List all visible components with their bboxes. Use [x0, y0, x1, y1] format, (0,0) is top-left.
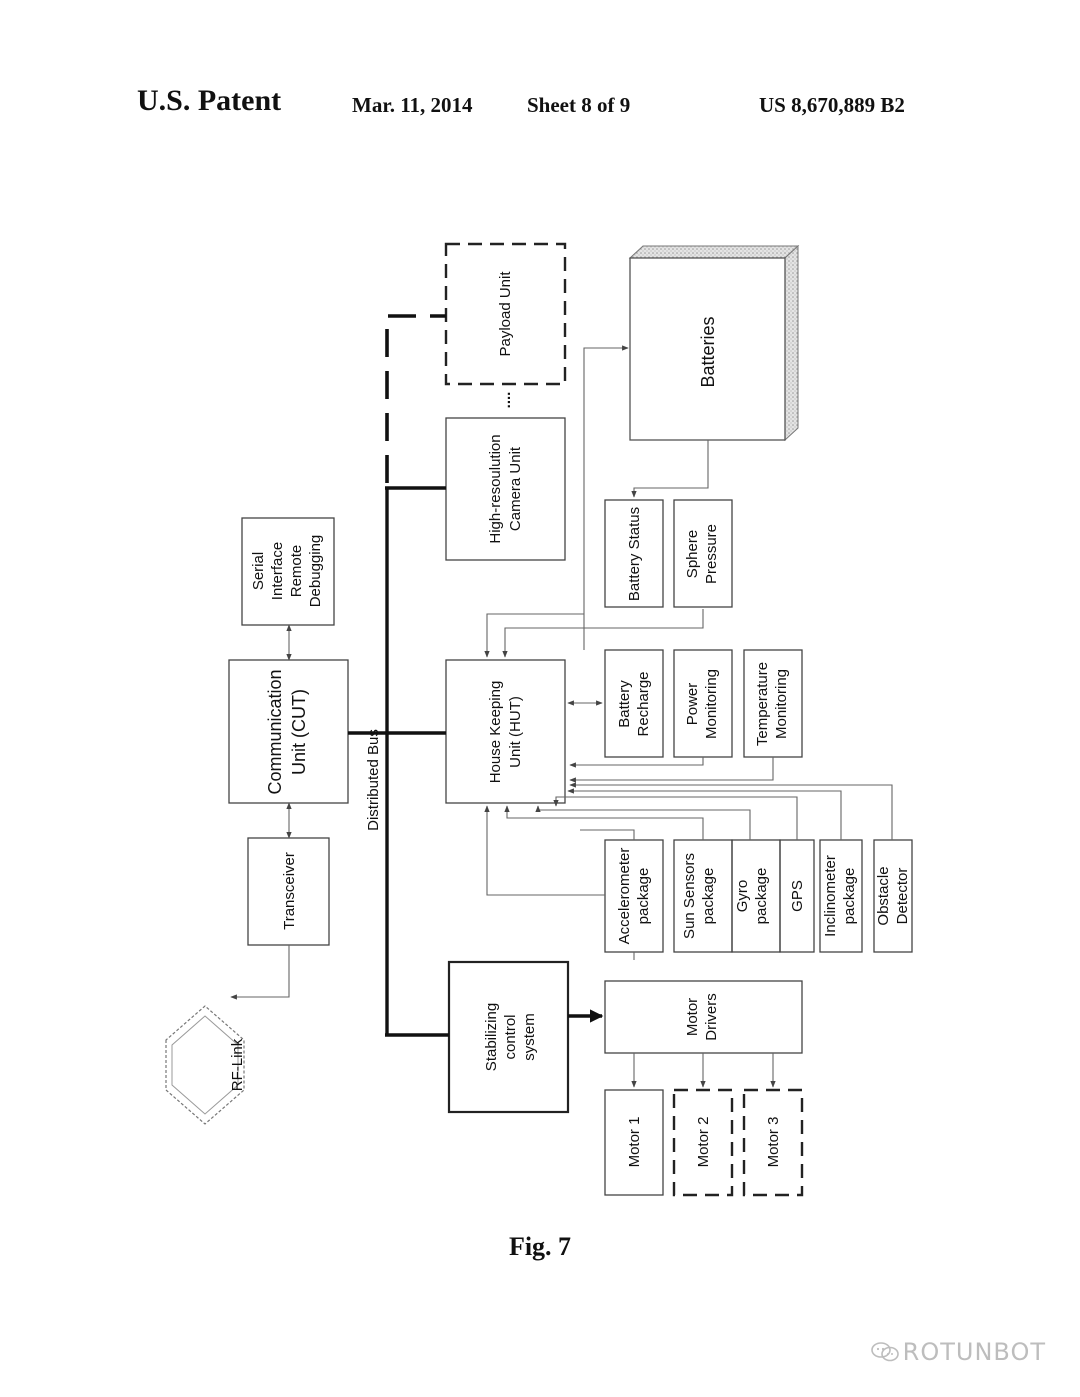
serial-label-3: Remote	[288, 545, 305, 598]
watermark-text: ROTUNBOT	[902, 1338, 1046, 1366]
camera-unit-block	[445, 417, 566, 561]
rf-link-shape	[165, 1005, 245, 1125]
sphere-pressure-label-2: Pressure	[703, 524, 720, 584]
sphere-pressure-label-1: Sphere	[684, 530, 701, 578]
battery-recharge-block	[604, 649, 664, 758]
serial-label-2: Interface	[269, 542, 286, 600]
temperature-monitoring-label-2: Monitoring	[773, 669, 790, 739]
gps-label: GPS	[789, 880, 806, 912]
house-keeping-unit-block	[445, 659, 566, 804]
battery-status-label: Battery Status	[626, 507, 643, 601]
transceiver-label: Transceiver	[281, 852, 298, 930]
serial-label-4: Debugging	[307, 535, 324, 608]
accelerometer-label-2: package	[635, 868, 652, 925]
temperature-monitoring-label-1: Temperature	[754, 662, 771, 746]
rf-link-label: RF-Link	[229, 1038, 246, 1091]
payload-unit-block	[444, 242, 567, 386]
inclinometer-label-1: Inclinometer	[822, 855, 839, 937]
payload-unit-label: Payload Unit	[497, 271, 514, 357]
accelerometer-label-1: Accelerometer	[616, 848, 633, 945]
stabilizing-label-1: Stabilizing	[483, 1003, 500, 1071]
hut-label-1: House Keeping	[487, 681, 504, 784]
communication-unit-label-1: Communication	[265, 669, 285, 794]
camera-unit-label-2: Camera Unit	[507, 446, 524, 531]
batteries-block	[628, 244, 800, 442]
ellipsis-label: ....	[497, 392, 514, 409]
motor-2-block	[672, 1088, 734, 1197]
batteries-label: Batteries	[698, 316, 718, 387]
patent-number: US 8,670,889 B2	[759, 93, 905, 117]
communication-unit-label-2: Unit (CUT)	[289, 689, 309, 775]
gyro-label-1: Gyro	[734, 880, 751, 913]
chat-bubble-icon	[870, 1342, 899, 1362]
serial-label-1: Serial	[250, 552, 267, 590]
sun-sensors-label-2: package	[700, 868, 717, 925]
stabilizing-label-3: system	[521, 1013, 538, 1061]
obstacle-detector-label-2: Detector	[894, 868, 911, 925]
motor-3-label: Motor 3	[765, 1117, 782, 1168]
motor-3-block	[742, 1088, 804, 1197]
rf-link-inner	[171, 1015, 239, 1115]
patent-date: Mar. 11, 2014	[352, 93, 473, 117]
motor-drivers-label-2: Drivers	[703, 993, 720, 1041]
watermark: ROTUNBOT	[870, 1338, 1046, 1366]
power-monitoring-label-2: Monitoring	[703, 669, 720, 739]
battery-recharge-label-1: Battery	[616, 680, 633, 728]
sun-sensors-label-1: Sun Sensors	[681, 853, 698, 939]
distributed-bus	[348, 314, 449, 1037]
accelerometer-block	[604, 839, 664, 953]
stabilizing-control-block	[447, 960, 570, 1114]
gyro-label-2: package	[753, 868, 770, 925]
motor-drivers-label-1: Motor	[684, 998, 701, 1036]
hut-label-2: Unit (HUT)	[507, 696, 524, 768]
stabilizing-label-2: control	[502, 1014, 519, 1059]
signal-wires	[230, 345, 893, 1088]
motor-2-label: Motor 2	[695, 1117, 712, 1168]
patent-title: U.S. Patent	[137, 84, 282, 117]
figure-caption: Fig. 7	[508, 1232, 572, 1261]
motor-1-block	[604, 1089, 664, 1196]
battery-status-block	[604, 499, 664, 608]
obstacle-detector-label-1: Obstacle	[875, 866, 892, 925]
power-monitoring-label-1: Power	[684, 683, 701, 726]
camera-unit-label-1: High-resoulution	[487, 434, 504, 543]
distributed-bus-label: Distributed Bus	[365, 729, 382, 831]
sheet-number: Sheet 8 of 9	[527, 93, 631, 117]
obstacle-detector-block	[873, 839, 913, 953]
motor-1-label: Motor 1	[626, 1117, 643, 1168]
sphere-pressure-block	[673, 499, 733, 608]
battery-recharge-label-2: Recharge	[635, 671, 652, 736]
inclinometer-label-2: package	[841, 868, 858, 925]
